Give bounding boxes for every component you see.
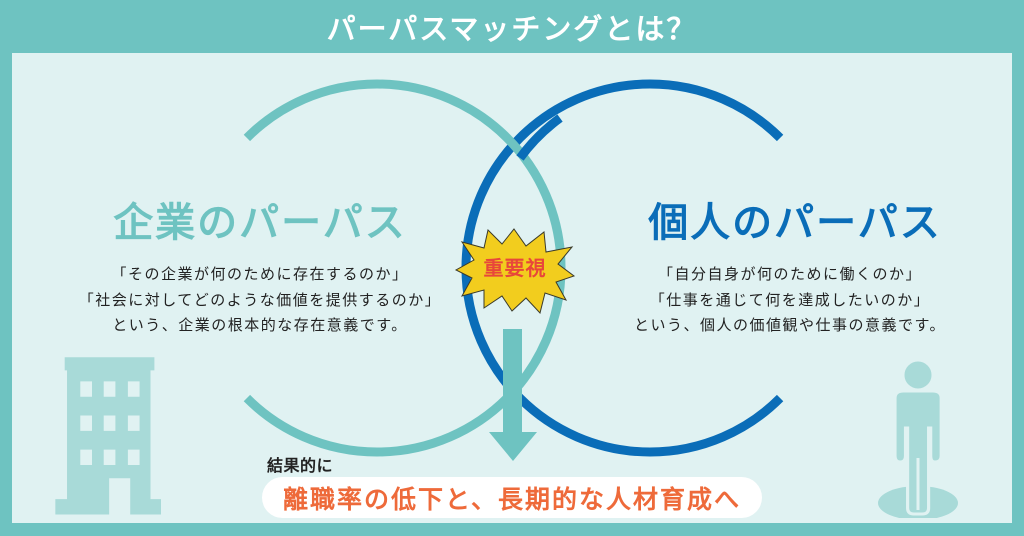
individual-purpose-heading: 個人のパーパス <box>648 200 942 246</box>
result-label: 結果的に <box>267 456 334 475</box>
page-title: パーパスマッチングとは？ <box>326 11 698 46</box>
description-line: 「社会に対してどのような価値を提供するのか」 <box>78 290 442 309</box>
result-message: 離職率の低下と、長期的な人材育成へ <box>282 484 741 514</box>
company-purpose-heading: 企業のパーパス <box>113 200 407 246</box>
building-icon <box>55 357 161 515</box>
description-line: という、企業の根本的な存在意義です。 <box>112 316 408 334</box>
description-line: 「その企業が何のために存在するのか」 <box>111 265 409 283</box>
description-line: 「仕事を通じて何を達成したいのか」 <box>649 290 931 309</box>
individual-purpose-description: 「自分自身が何のために働くのか」 「仕事を通じて何を達成したいのか」 という、個… <box>580 262 1000 339</box>
importance-badge: 重要視 <box>483 256 547 280</box>
result-message-pill: 離職率の低下と、長期的な人材育成へ <box>262 477 762 518</box>
description-line: 「自分自身が何のために働くのか」 <box>657 265 922 283</box>
person-icon <box>878 358 958 518</box>
company-purpose-description: 「その企業が何のために存在するのか」 「社会に対してどのような価値を提供するのか… <box>40 262 480 339</box>
description-line: という、個人の価値観や仕事の意義です。 <box>633 316 946 334</box>
